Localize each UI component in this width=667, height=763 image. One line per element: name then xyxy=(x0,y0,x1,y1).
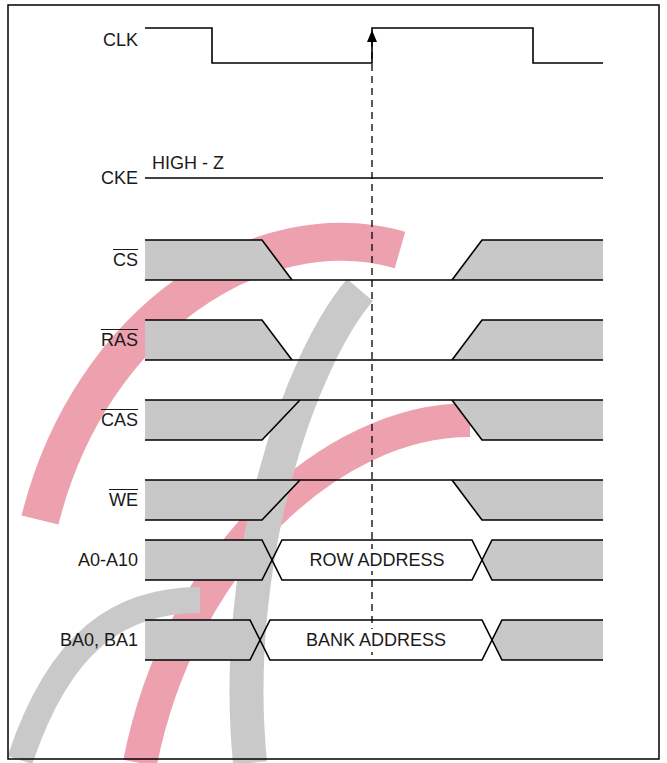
signal-name: CKE xyxy=(101,167,138,189)
signal-waves xyxy=(145,240,603,660)
signal-name: BA0, BA1 xyxy=(60,629,138,651)
bus-value: BANK ADDRESS xyxy=(304,629,448,651)
signal-name: A0-A10 xyxy=(78,549,138,571)
clock-wave xyxy=(145,28,603,63)
bus-value: ROW ADDRESS xyxy=(307,549,446,571)
cke-line xyxy=(145,177,603,179)
frame xyxy=(8,5,659,759)
signal-name: CS xyxy=(113,249,138,271)
dont-care-shading xyxy=(145,240,603,660)
signal-name: RAS xyxy=(101,329,138,351)
signal-name: CAS xyxy=(101,409,138,431)
watermark xyxy=(20,242,470,763)
signal-name: CLK xyxy=(103,29,138,51)
state-note: HIGH - Z xyxy=(152,152,224,174)
signal-name: WE xyxy=(109,489,138,511)
